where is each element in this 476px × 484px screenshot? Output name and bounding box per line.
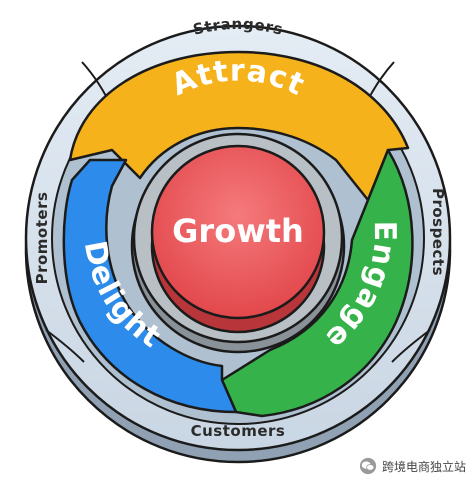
delight-arc [62,158,238,414]
growth-label: Growth [172,212,304,250]
customers-label: Customers [191,422,286,440]
growth-button [150,144,326,320]
watermark-text: 跨境电商独立站 [381,459,466,474]
engage-arc [220,148,414,418]
strangers-label: Strangers [191,15,285,39]
attract-arc [68,50,410,202]
promoters-label: Promoters [33,192,51,285]
wechat-icon [359,457,377,475]
watermark: 跨境电商独立站 [359,456,466,476]
prospects-label: Prospects [429,188,447,276]
